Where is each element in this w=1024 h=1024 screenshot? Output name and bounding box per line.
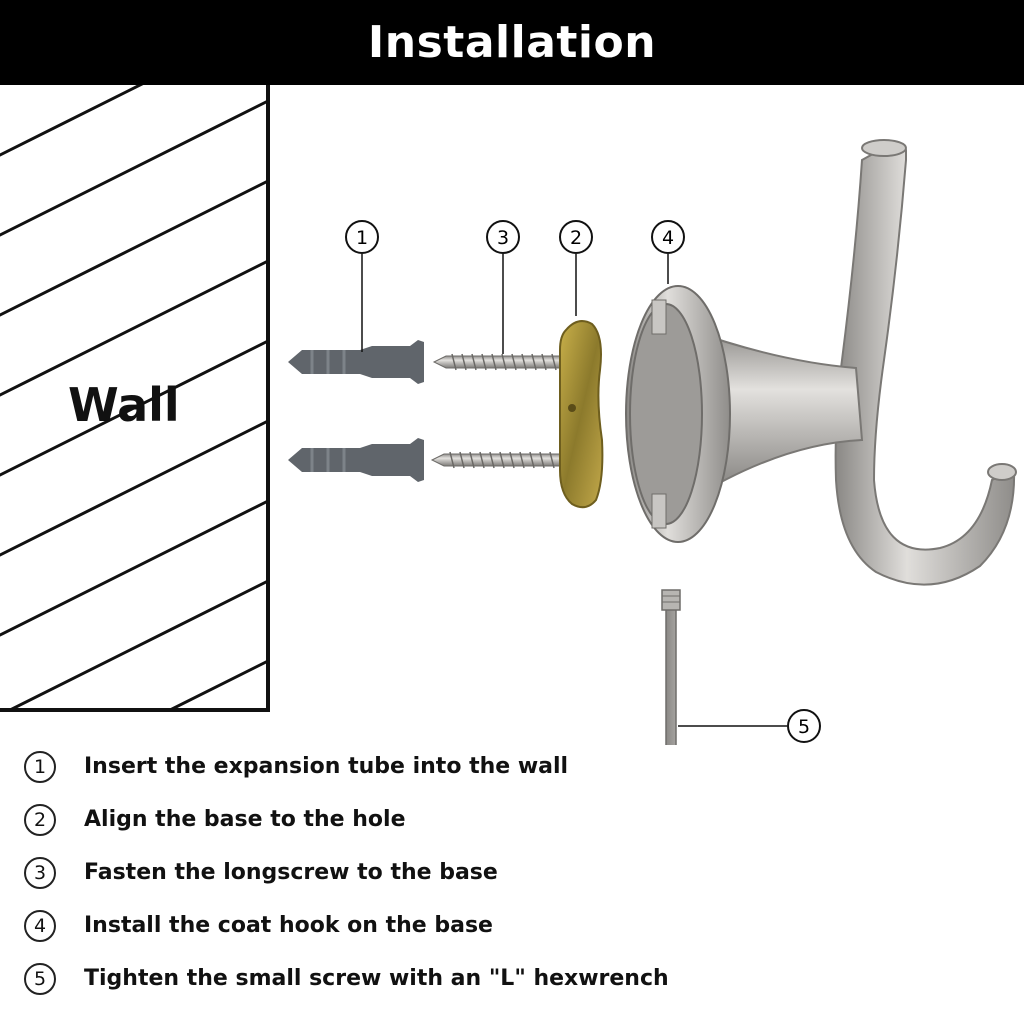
expansion-tube-top <box>288 340 424 384</box>
long-screw-top <box>432 353 567 371</box>
callout-5-number: 5 <box>798 716 810 738</box>
mounting-base-plate <box>559 320 604 509</box>
callout-2-number: 2 <box>570 227 582 249</box>
step-4-text: Install the coat hook on the base <box>84 913 493 938</box>
step-1-number: 1 <box>24 750 56 783</box>
step-4: 4 Install the coat hook on the base <box>24 899 784 952</box>
step-2-number: 2 <box>24 803 56 836</box>
callout-3: 3 <box>486 220 520 254</box>
callout-2: 2 <box>559 220 593 254</box>
callout-1-number: 1 <box>356 227 368 249</box>
step-5: 5 Tighten the small screw with an "L" he… <box>24 952 784 1005</box>
step-5-number: 5 <box>24 962 56 995</box>
step-3-number: 3 <box>24 856 56 889</box>
step-3: 3 Fasten the longscrew to the base <box>24 846 784 899</box>
instruction-steps: 1 Insert the expansion tube into the wal… <box>24 740 784 1005</box>
page-title: Installation <box>367 17 657 68</box>
callout-1: 1 <box>345 220 379 254</box>
coat-hook <box>625 139 1017 586</box>
step-3-text: Fasten the longscrew to the base <box>84 860 498 885</box>
wall <box>0 85 270 712</box>
step-2: 2 Align the base to the hole <box>24 793 784 846</box>
title-banner: Installation <box>0 0 1024 85</box>
callout-4: 4 <box>651 220 685 254</box>
step-5-text: Tighten the small screw with an "L" hexw… <box>84 966 669 991</box>
step-4-number: 4 <box>24 909 56 942</box>
wall-label: Wall <box>68 378 180 432</box>
step-2-text: Align the base to the hole <box>84 807 406 832</box>
callout-5: 5 <box>787 709 821 743</box>
callout-4-number: 4 <box>662 227 674 249</box>
long-screw-bottom <box>430 451 567 469</box>
installation-diagram: 1 3 2 4 5 <box>0 85 1017 745</box>
callout-3-number: 3 <box>497 227 509 249</box>
l-hex-wrench <box>661 589 681 745</box>
step-1: 1 Insert the expansion tube into the wal… <box>24 740 784 793</box>
expansion-tube-bottom <box>288 438 424 482</box>
step-1-text: Insert the expansion tube into the wall <box>84 754 569 779</box>
